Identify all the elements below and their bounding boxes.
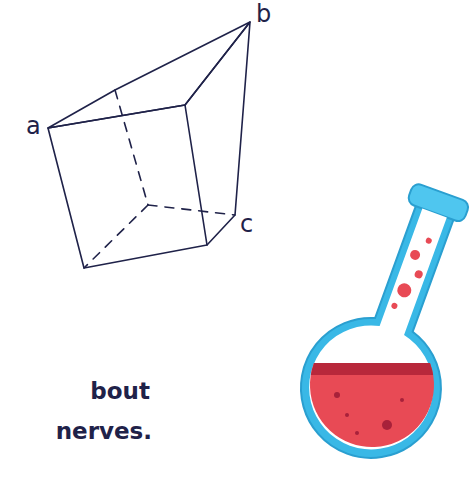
top-face (48, 22, 250, 128)
vertex-label: b (256, 2, 271, 26)
vertex-label: c (240, 212, 253, 236)
vertex-label: a (26, 114, 41, 138)
text-fragment: bout (90, 380, 150, 403)
front-face (48, 105, 207, 268)
text-fragment: nerves. (56, 420, 152, 443)
flask-illustration (243, 161, 473, 488)
box-wireframe (48, 22, 250, 268)
hidden-edges (84, 90, 235, 268)
